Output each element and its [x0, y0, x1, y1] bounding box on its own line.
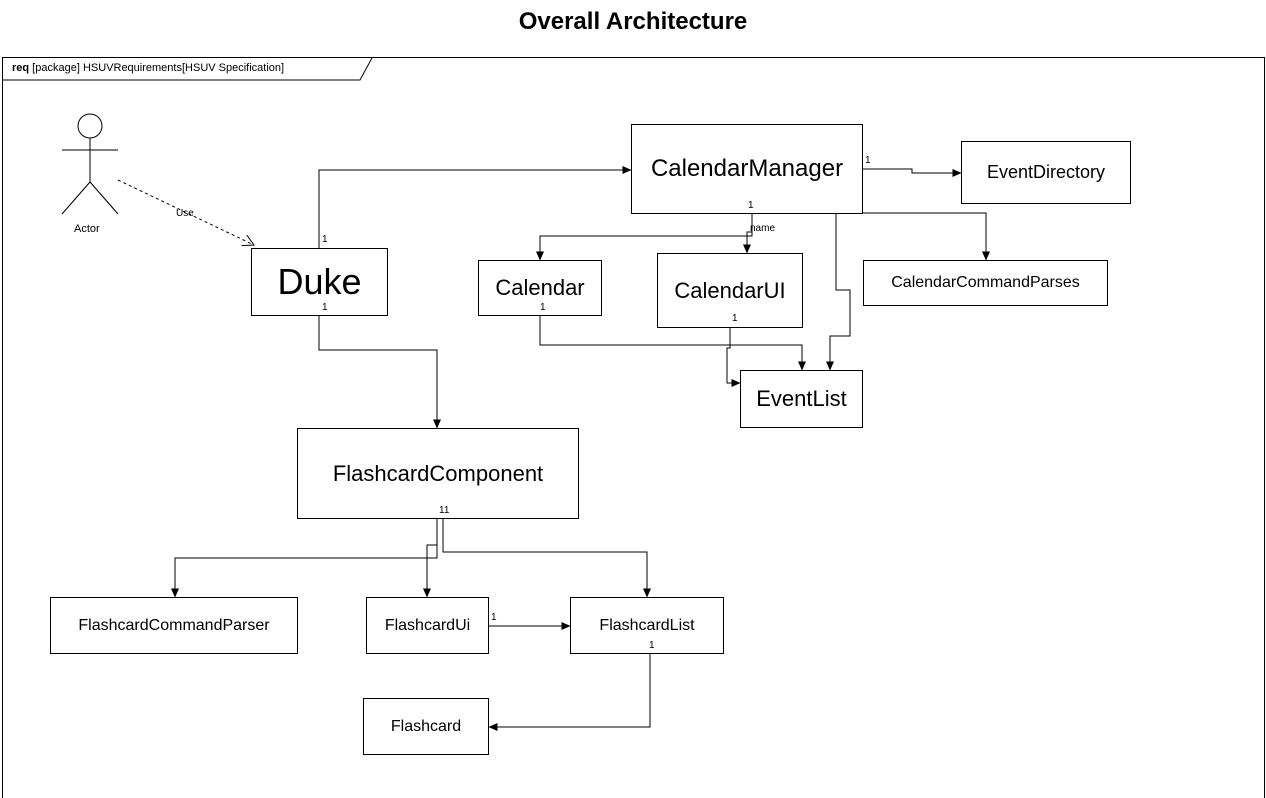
edge-calendar-eventlist: [539, 315, 806, 371]
edge-calendarmanager-eventdirectory: [862, 168, 962, 177]
edge-flashcardlist-flashcard: [488, 654, 651, 731]
edge-calendarui-eventlist: [726, 327, 741, 387]
edge-fc-flashcardui: [423, 518, 438, 598]
calendar-command-parses-node[interactable]: CalendarCommandParses: [863, 260, 1108, 306]
multiplicity-fui-right: 1: [491, 612, 497, 623]
use-dependency: [117, 179, 254, 245]
package-frame: [2, 57, 1265, 798]
edge-duke-calendarmanager: [318, 166, 632, 248]
edge-calendarmanager-calendarui: [743, 213, 753, 254]
calendar-node[interactable]: Calendar: [478, 260, 602, 316]
multiplicity-duke-top: 1: [322, 234, 328, 245]
edge-fc-flashcardlist: [442, 518, 651, 598]
flashcard-list-node[interactable]: FlashcardList: [570, 597, 724, 654]
frame-label: req [package] HSUVRequirements[HSUV Spec…: [12, 62, 284, 74]
edge-calendarmanager-eventlist: [826, 213, 851, 371]
multiplicity-calendarui-bottom: 1: [732, 313, 738, 324]
edge-label-name: name: [750, 223, 776, 234]
diagram-title: Overall Architecture: [518, 8, 748, 35]
flashcard-component-node[interactable]: FlashcardComponent: [297, 428, 579, 519]
multiplicity-fc-bottom: 11: [439, 505, 450, 516]
flashcard-ui-node[interactable]: FlashcardUi: [366, 597, 489, 654]
frame-keyword: req: [12, 62, 30, 74]
multiplicity-calendar-bottom: 1: [540, 302, 546, 313]
event-list-node[interactable]: EventList: [740, 370, 863, 428]
edge-duke-flashcardcomponent: [318, 316, 441, 429]
flashcard-node[interactable]: Flashcard: [363, 698, 489, 755]
actor-label: Actor: [74, 223, 100, 235]
calendar-ui-node[interactable]: CalendarUI: [657, 253, 803, 328]
flashcard-command-parser-node[interactable]: FlashcardCommandParser: [50, 597, 298, 654]
multiplicity-cm-bottom: 1: [748, 200, 754, 211]
frame-name: [package] HSUVRequirements[HSUV Specific…: [29, 62, 285, 74]
multiplicity-cm-right: 1: [865, 155, 871, 166]
multiplicity-flist-bottom: 1: [649, 640, 655, 651]
calendar-manager-node[interactable]: CalendarManager: [631, 124, 863, 214]
event-directory-node[interactable]: EventDirectory: [961, 141, 1131, 204]
use-label: Use: [176, 208, 194, 219]
multiplicity-duke-bottom: 1: [322, 302, 328, 313]
duke-node[interactable]: Duke: [251, 248, 388, 316]
